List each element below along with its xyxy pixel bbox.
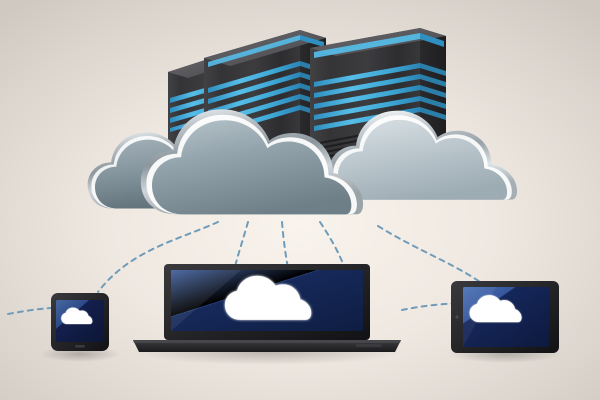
smartphone-left[interactable] [51, 293, 109, 351]
tablet-right[interactable] [451, 281, 559, 353]
tablet-camera-icon [455, 315, 459, 319]
connection-to-tablet [377, 225, 487, 287]
laptop-base-edge [133, 340, 401, 343]
laptop-screen-glare [171, 270, 294, 331]
laptop-center[interactable] [133, 264, 401, 352]
connection-to-smartphone [97, 221, 219, 293]
laptop-trackpad-notch[interactable] [356, 344, 382, 347]
smartphone-home-button[interactable] [75, 345, 85, 348]
